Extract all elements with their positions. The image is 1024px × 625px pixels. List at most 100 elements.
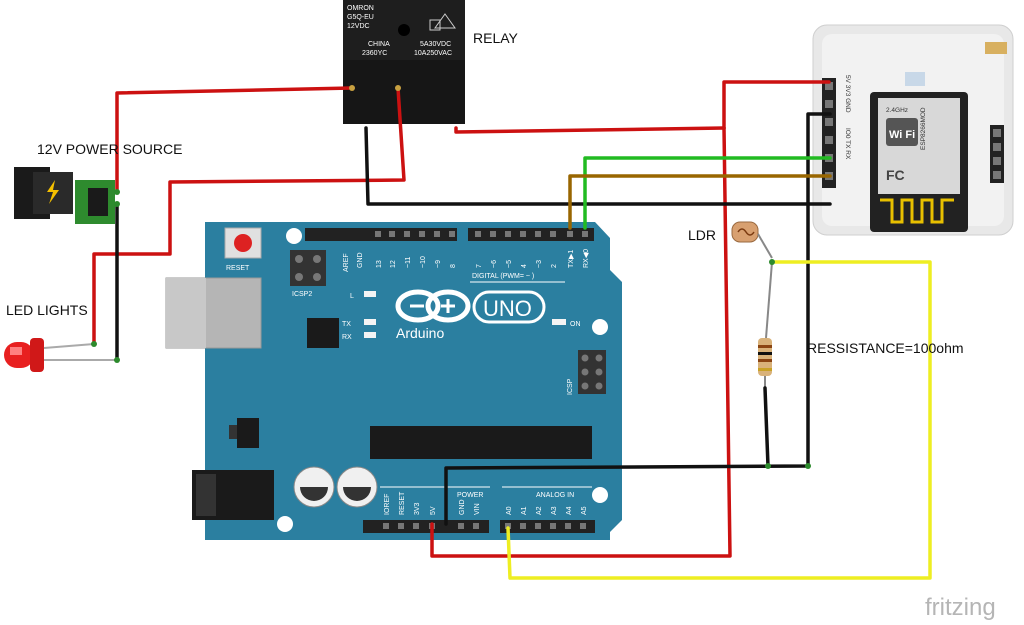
digital-pin xyxy=(567,231,573,237)
led xyxy=(4,338,117,372)
relay-text-3: 12VDC xyxy=(347,23,370,30)
led-rx-label: RX xyxy=(342,334,352,341)
power-label: POWER xyxy=(457,492,483,499)
analog-pin xyxy=(580,523,586,529)
relay-text-6: 5A30VDC xyxy=(420,41,451,48)
icsp2-header xyxy=(290,250,326,286)
wire-yellow-a0 xyxy=(506,260,932,580)
aref-label: AREF xyxy=(343,253,350,272)
small-chip xyxy=(307,318,339,348)
relay-text-5: 2360YC xyxy=(362,50,387,57)
wire-red-relay-wifi xyxy=(454,126,726,134)
wire-brown-tx xyxy=(568,174,832,230)
model-label: UNO xyxy=(483,296,532,321)
digital-pin-label: 7 xyxy=(476,264,483,268)
icsp-header xyxy=(578,350,606,394)
wifi-freq-label: 2.4GHz xyxy=(886,107,908,114)
digital-pin-label: ~6 xyxy=(491,260,498,268)
resistor xyxy=(758,261,773,388)
relay-text-4: CHINA xyxy=(368,41,390,48)
power-pin-label: IOREF xyxy=(384,494,391,515)
arduino-logo xyxy=(395,289,546,324)
digital-pin xyxy=(434,231,440,237)
wire-black-resistor xyxy=(763,386,770,468)
digital-pin xyxy=(449,231,455,237)
icsp-label: ICSP xyxy=(567,378,574,395)
digital-pin-label: ~5 xyxy=(506,260,513,268)
fritzing-watermark: fritzing xyxy=(925,594,996,621)
digital-pin xyxy=(535,231,541,237)
wire-green-rx xyxy=(583,156,832,230)
digital-pin xyxy=(389,231,395,237)
ldr-sensor xyxy=(731,221,773,259)
digital-pin xyxy=(404,231,410,237)
analog-pin xyxy=(520,523,526,529)
digital-pin xyxy=(582,231,588,237)
relay-text-2: G5Q-EU xyxy=(347,14,374,21)
digital-pin-label: RX◀0 xyxy=(583,249,590,268)
digital-label: DIGITAL (PWM= ~ ) xyxy=(472,273,534,280)
analog-label: ANALOG IN xyxy=(536,492,574,499)
resistance-label: RESSISTANCE=100ohm xyxy=(807,340,964,356)
wire-black-relay-gnd xyxy=(364,126,832,206)
power-pin-label: GND xyxy=(459,499,466,515)
power-pin xyxy=(458,523,464,529)
digital-pin xyxy=(419,231,425,237)
wifi-fc-logo: FC xyxy=(886,167,905,183)
digital-pin-label: TX▶1 xyxy=(568,250,575,268)
analog-pin-label: A5 xyxy=(581,506,588,515)
voltage-regulator xyxy=(229,418,259,448)
power-pin xyxy=(383,523,389,529)
ldr-label: LDR xyxy=(688,227,716,243)
wire-red-5v-arduino xyxy=(430,126,732,558)
svg-text:IO0 TX RX: IO0 TX RX xyxy=(844,128,851,160)
analog-pin xyxy=(565,523,571,529)
analog-pin-label: A1 xyxy=(521,506,528,515)
analog-pin-label: A2 xyxy=(536,506,543,515)
digital-pin xyxy=(520,231,526,237)
capacitors xyxy=(293,466,378,508)
digital-pin-label: 4 xyxy=(521,264,528,268)
relay-text-7: 10A250VAC xyxy=(414,50,452,57)
power-pin xyxy=(398,523,404,529)
wifi-module-label: ESP8266MOD xyxy=(920,107,927,150)
wire-red-relay-led xyxy=(92,86,406,346)
svg-text:5V 3V3 GND: 5V 3V3 GND xyxy=(844,75,851,113)
led-tx-label: TX xyxy=(342,321,351,328)
digital-pin-label: 2 xyxy=(551,264,558,268)
analog-pin-label: A4 xyxy=(566,506,573,515)
analog-pin xyxy=(505,523,511,529)
power-pin xyxy=(413,523,419,529)
analog-pin xyxy=(535,523,541,529)
gnd-label: GND xyxy=(357,252,364,268)
power-pin-label: VIN xyxy=(474,503,481,515)
wire-red-power-relay xyxy=(115,86,354,194)
power-pin-label: 3V3 xyxy=(414,502,421,515)
relay: OMRON G5Q-EU 12VDC CHINA 2360YC 5A30VDC … xyxy=(343,0,465,124)
wifi-module: 2.4GHz Wi Fi ESP8266MOD FC 5V 3V3 GND IO… xyxy=(812,24,1014,236)
power-pin-label: 5V xyxy=(430,506,437,515)
power-source-label: 12V POWER SOURCE xyxy=(37,141,182,157)
digital-pin-label: 8 xyxy=(450,264,457,268)
power-pin-label: RESET xyxy=(399,491,406,515)
wire-junctions xyxy=(91,85,811,469)
led-lights-label: LED LIGHTS xyxy=(6,302,88,318)
digital-pin xyxy=(505,231,511,237)
reset-label: RESET xyxy=(226,265,250,272)
brand-label: Arduino xyxy=(396,325,444,341)
digital-pin xyxy=(475,231,481,237)
digital-pin-label: ~9 xyxy=(435,260,442,268)
reset-button[interactable] xyxy=(224,227,262,259)
digital-pin-label: ~11 xyxy=(405,257,412,268)
digital-pin xyxy=(550,231,556,237)
icsp2-label: ICSP2 xyxy=(292,291,312,298)
wires xyxy=(92,80,932,580)
wifi-badge: Wi Fi xyxy=(889,129,915,141)
atmega-chip xyxy=(370,426,592,459)
digital-pin xyxy=(375,231,381,237)
digital-pin-label: 12 xyxy=(390,260,397,268)
digital-pin-label: ~3 xyxy=(536,260,543,268)
power-jack xyxy=(14,167,115,224)
